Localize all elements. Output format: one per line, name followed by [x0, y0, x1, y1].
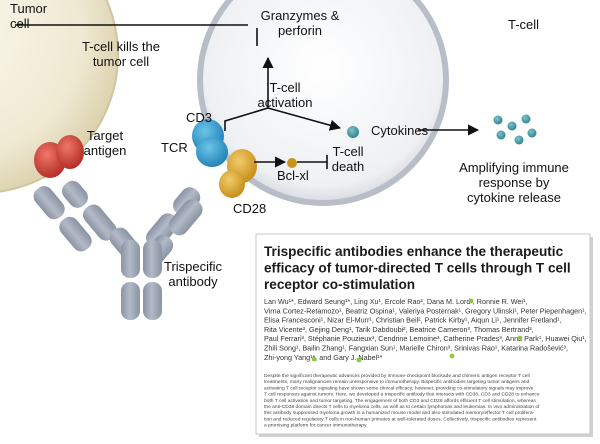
bcl-xl-molecule — [287, 158, 297, 168]
activation-label-line2: activation — [258, 95, 313, 110]
svg-text:Granzymes &perforin: Granzymes &perforin — [261, 8, 340, 38]
granzymes-label-line2: perforin — [278, 23, 322, 38]
granzymes-label-line1: Granzymes & — [261, 8, 340, 23]
tumor-cell-label-line2: cell — [10, 16, 30, 31]
paper-inset: Trispecific antibodies enhance the thera… — [255, 233, 593, 437]
t-cell-kills-label-line1: T-cell kills the — [82, 39, 160, 54]
cd28-binding-site — [219, 149, 257, 198]
cd3-to-activation-line — [224, 107, 269, 131]
author-line7: Zhi-yong Yang¹*, and Gary J. Nabel¹* — [264, 353, 383, 362]
paper-title-line2: efficacy of tumor-directed T cells throu… — [264, 261, 571, 276]
author-line5: Paul Ferrari³, Stéphanie Pouzieux³, Cend… — [264, 334, 587, 343]
connector-lines — [15, 24, 480, 169]
abstract-line3: activating T cell receptor signaling hav… — [264, 385, 534, 391]
paper-title: Trispecific antibodies enhance the thera… — [264, 244, 574, 292]
paper-authors: Lan Wu¹*, Edward Seung¹*, Ling Xu¹, Erco… — [264, 297, 589, 362]
abstract-line4: T cell responses against tumors. Here, w… — [264, 392, 540, 398]
abstract-line8: tion and reduced regulatory T cells in n… — [264, 416, 537, 422]
activation-to-cytokine-arrow — [267, 107, 342, 131]
amplifying-label-line2: response by — [479, 175, 550, 190]
target-antigen-label-line1: Target — [87, 128, 124, 143]
tumor-cell — [0, 0, 119, 193]
t-cell — [197, 0, 449, 206]
amplifying-label-line1: Amplifying immune — [459, 160, 569, 175]
abstract-line1: Despite the significant therapeutic adva… — [264, 373, 530, 379]
trispecific-antibody — [33, 180, 203, 320]
paper-title-line3: receptor co-stimulation — [264, 277, 415, 292]
paper-title-line1: Trispecific antibodies enhance the thera… — [264, 244, 564, 259]
abstract-line6: the anti-CD38 domain directs T cells to … — [264, 404, 540, 410]
bcl-xl-label: Bcl-xl — [277, 168, 309, 183]
tumor-cell-label-line1: Tumor — [10, 1, 48, 16]
abstract-line7: this antibody suppressed myeloma growth … — [264, 410, 535, 416]
t-cell-death-label-line2: death — [332, 159, 365, 174]
t-cell-kills-label-line2: tumor cell — [93, 54, 149, 69]
abstract-line5: both T cell activation and tumor targeti… — [264, 398, 536, 404]
target-antigen-binding-site — [34, 135, 84, 178]
orcid-icon — [311, 298, 523, 363]
amplifying-label-line3: cytokine release — [467, 190, 561, 205]
t-cell-label: T-cell — [508, 17, 539, 32]
cytokines-label: Cytokines — [371, 123, 429, 138]
author-line1: Lan Wu¹*, Edward Seung¹*, Ling Xu¹, Erco… — [264, 297, 527, 306]
author-line6: Zhili Song¹, Bailin Zhang¹, Fangxian Sun… — [264, 344, 568, 353]
cytokine-cluster — [493, 114, 537, 145]
abstract-line2: treatments, many malignancies remain unr… — [264, 379, 530, 385]
trispecific-label-line1: Trispecific — [164, 259, 223, 274]
abstract-line9: a promising platform for cancer immunoth… — [264, 423, 367, 429]
author-line3: Elisa Francesconi¹, Nizar El-Murr¹, Chri… — [264, 316, 562, 325]
cd3-binding-site — [192, 119, 228, 167]
target-antigen-label-line2: antigen — [84, 143, 127, 158]
activation-label-line1: T-cell — [269, 80, 300, 95]
author-line2: Virna Cortez-Retamozo¹, Beatriz Ospina¹,… — [264, 306, 587, 315]
t-cell-death-label-line1: T-cell — [332, 144, 363, 159]
trispecific-label-line2: antibody — [168, 274, 218, 289]
cd28-label: CD28 — [233, 201, 266, 216]
tcr-label: TCR — [161, 140, 188, 155]
cytokine-molecule — [347, 126, 359, 138]
paper-abstract: Despite the significant therapeutic adva… — [264, 373, 541, 429]
author-line4: Rita Vicente³, Gejing Deng¹, Tarik Dabdo… — [264, 325, 534, 334]
cd3-label: CD3 — [186, 110, 212, 125]
